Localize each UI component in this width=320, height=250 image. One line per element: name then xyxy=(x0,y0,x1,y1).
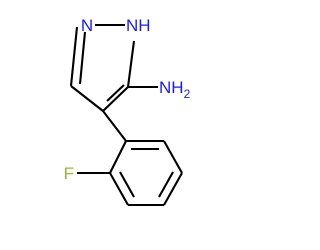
bond-ph-2-inner xyxy=(119,171,135,198)
atom-nh2-label: NH2 xyxy=(159,78,191,101)
atom-nh2-symbol: NH xyxy=(159,78,184,97)
bond-ph-2 xyxy=(109,172,129,206)
bonds xyxy=(69,23,183,207)
bond-ph-4 xyxy=(163,172,183,206)
bond-ph-5 xyxy=(163,140,183,174)
bond-ph-4-inner xyxy=(158,171,174,198)
atom-n1-hydrogen: H xyxy=(138,16,150,35)
bond-n1-c5 xyxy=(126,40,136,88)
bond-n2-c3 xyxy=(69,26,79,87)
bond-n2-c3-inner xyxy=(78,31,87,85)
bond-c4-c5-inner xyxy=(106,84,125,102)
atom-n1h-label: NH xyxy=(126,16,151,35)
atom-f-label: F xyxy=(64,164,74,183)
atom-n2-label: N xyxy=(81,16,93,35)
bond-ph-1 xyxy=(109,140,127,174)
bond-c4-c5 xyxy=(102,86,129,112)
bond-c3-c4 xyxy=(70,85,104,112)
atom-n1-symbol: N xyxy=(126,16,138,35)
atom-labels: N NH NH2 F xyxy=(64,16,191,183)
bond-c4-ipso xyxy=(102,110,127,142)
atom-nh2-subscript: 2 xyxy=(184,87,191,101)
molecule-structure: N NH NH2 F xyxy=(64,16,191,207)
